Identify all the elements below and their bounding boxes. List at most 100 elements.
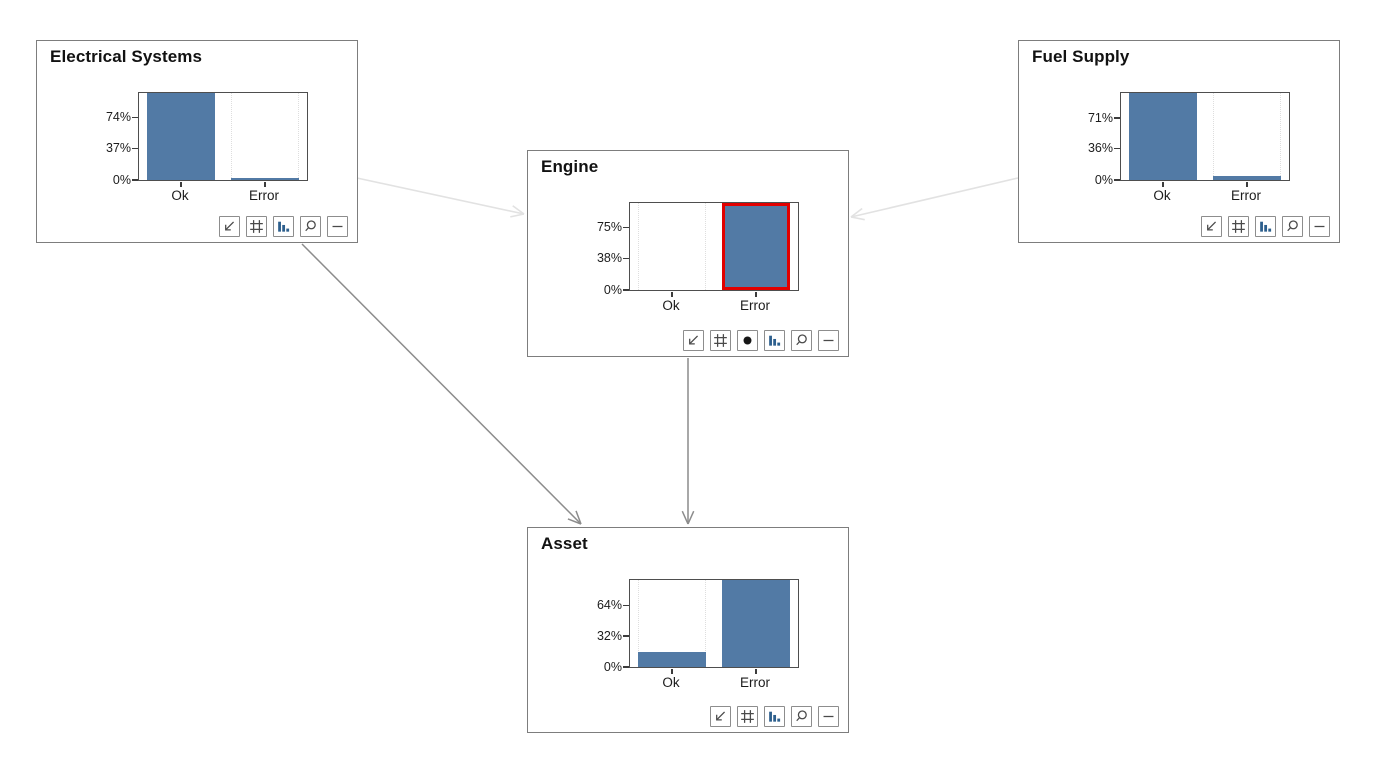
minus-icon xyxy=(332,225,343,228)
grid-button[interactable] xyxy=(710,330,731,351)
magnifier-icon xyxy=(796,710,807,722)
diagonal-arrow-button[interactable] xyxy=(219,216,240,237)
y-tick-mark xyxy=(623,635,629,637)
magnifier-button[interactable] xyxy=(300,216,321,237)
y-tick-label: 0% xyxy=(603,659,622,674)
diagonal-arrow-button[interactable] xyxy=(710,706,731,727)
minus-button[interactable] xyxy=(818,330,839,351)
x-tick-mark xyxy=(671,668,673,674)
bar-slot-guide xyxy=(637,580,706,667)
minus-button[interactable] xyxy=(1309,216,1330,237)
probability-bar-ok[interactable] xyxy=(637,652,706,667)
bar-chart-button[interactable] xyxy=(1255,216,1276,237)
node-title: Electrical Systems xyxy=(50,47,203,66)
minus-button[interactable] xyxy=(818,706,839,727)
minus-icon xyxy=(823,339,834,342)
plot-area: 0%32%64% xyxy=(597,579,799,674)
category-slot-error xyxy=(1205,93,1289,187)
evidence-dot-icon xyxy=(743,336,752,345)
y-tick-mark xyxy=(132,116,138,119)
diagonal-arrow-icon xyxy=(689,335,699,345)
x-tick-mark xyxy=(1162,181,1164,187)
node-toolbar xyxy=(219,216,348,237)
evidence-dot-button[interactable] xyxy=(737,330,758,351)
y-tick-mark xyxy=(132,179,138,181)
category-label-error: Error xyxy=(1231,188,1261,203)
y-tick-mark xyxy=(1114,147,1120,150)
category-slot-ok xyxy=(1121,93,1205,187)
minus-icon xyxy=(1314,225,1325,228)
edge-electrical-systems-to-engine xyxy=(356,177,525,218)
magnifier-button[interactable] xyxy=(791,330,812,351)
x-tick-mark xyxy=(755,668,757,674)
bar-chart-button[interactable] xyxy=(764,330,785,351)
magnifier-icon xyxy=(305,220,316,232)
probability-bar-error[interactable] xyxy=(1212,175,1281,180)
x-tick-mark xyxy=(1246,181,1248,187)
x-tick-mark xyxy=(671,291,673,297)
y-tick-label: 37% xyxy=(105,141,131,156)
x-tick-mark xyxy=(264,181,266,187)
magnifier-button[interactable] xyxy=(791,706,812,727)
y-tick-mark xyxy=(1114,179,1120,181)
magnifier-icon xyxy=(1287,220,1298,232)
magnifier-icon xyxy=(796,334,807,346)
bar-chart-icon xyxy=(1260,221,1272,232)
plot-area: 0%36%71% xyxy=(1088,92,1290,187)
x-tick-mark xyxy=(755,291,757,297)
diagonal-arrow-icon xyxy=(716,711,726,721)
node-toolbar xyxy=(683,330,839,351)
grid-button[interactable] xyxy=(1228,216,1249,237)
diagonal-arrow-button[interactable] xyxy=(1201,216,1222,237)
node-title: Engine xyxy=(541,157,599,176)
bar-slot-guide xyxy=(230,93,299,180)
bar-chart-button[interactable] xyxy=(764,706,785,727)
grid-button[interactable] xyxy=(246,216,267,237)
grid-icon xyxy=(714,334,727,347)
probability-bar-ok[interactable] xyxy=(146,93,215,180)
minus-icon xyxy=(823,715,834,718)
grid-icon xyxy=(1232,220,1245,233)
category-label-ok: Ok xyxy=(662,298,680,313)
edge-engine-to-asset xyxy=(681,358,695,525)
probability-bar-error[interactable] xyxy=(721,580,790,667)
node-title: Fuel Supply xyxy=(1032,47,1130,66)
minus-button[interactable] xyxy=(327,216,348,237)
magnifier-button[interactable] xyxy=(1282,216,1303,237)
category-label-error: Error xyxy=(740,298,770,313)
probability-bar-error[interactable] xyxy=(230,178,299,180)
y-tick-label: 74% xyxy=(105,109,131,124)
y-tick-label: 64% xyxy=(596,598,622,613)
category-slot-ok xyxy=(630,580,714,674)
probability-bar-ok[interactable] xyxy=(1128,93,1197,180)
y-tick-label: 0% xyxy=(603,282,622,297)
y-tick-label: 38% xyxy=(596,251,622,266)
category-slot-error xyxy=(714,203,798,297)
category-slot-error xyxy=(714,580,798,674)
node-title: Asset xyxy=(541,534,588,553)
node-toolbar xyxy=(710,706,839,727)
probability-bar-error[interactable] xyxy=(721,203,790,290)
y-tick-mark xyxy=(1114,117,1120,119)
plot-area: 0%37%74% xyxy=(106,92,308,187)
bar-chart-icon xyxy=(769,335,781,346)
node-toolbar xyxy=(1201,216,1330,237)
y-tick-mark xyxy=(623,226,629,229)
grid-button[interactable] xyxy=(737,706,758,727)
grid-icon xyxy=(741,710,754,723)
y-tick-label: 36% xyxy=(1087,141,1113,156)
y-tick-mark xyxy=(623,604,629,607)
diagonal-arrow-icon xyxy=(225,221,235,231)
bar-chart-button[interactable] xyxy=(273,216,294,237)
diagonal-arrow-button[interactable] xyxy=(683,330,704,351)
y-tick-mark xyxy=(623,257,629,260)
y-tick-mark xyxy=(132,147,138,150)
